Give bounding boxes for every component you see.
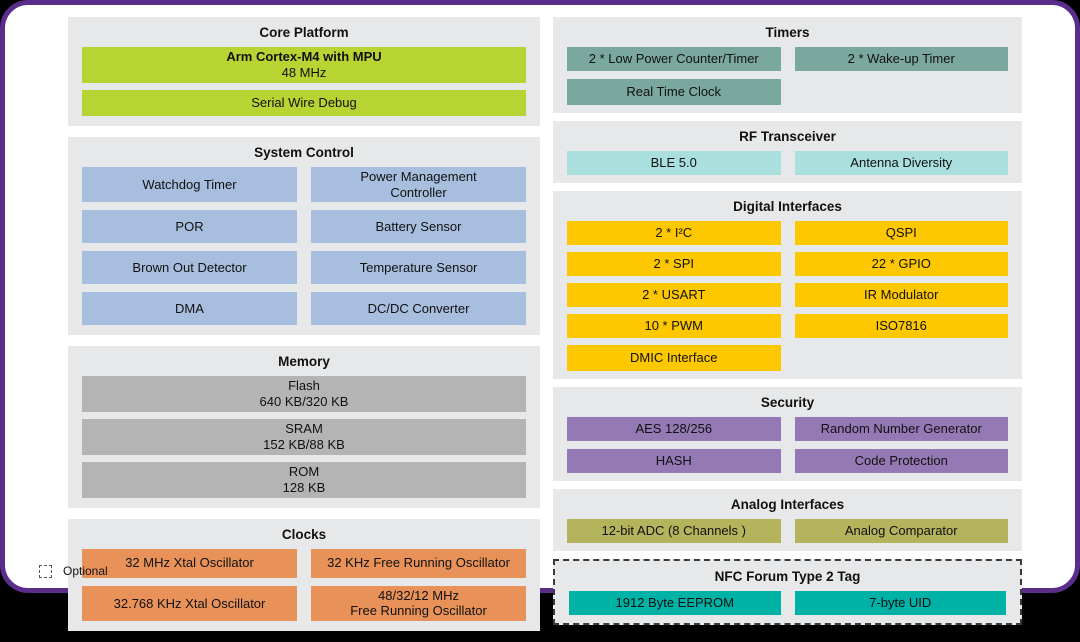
block-qspi: QSPI xyxy=(794,221,1008,245)
block-random-number-generator: Random Number Generator xyxy=(794,417,1008,441)
section-rf-transceiver: RF Transceiver BLE 5.0 Antenna Diversity xyxy=(553,121,1022,183)
fro-line1: 48/32/12 MHz xyxy=(378,587,459,603)
section-title-timers: Timers xyxy=(765,25,810,40)
rom-size: 128 KB xyxy=(282,479,326,495)
block-32khz-free-running-oscillator: 32 KHz Free Running Oscillator xyxy=(311,548,526,578)
block-battery-sensor: Battery Sensor xyxy=(311,210,526,244)
section-nfc-tag: NFC Forum Type 2 Tag 1912 Byte EEPROM 7-… xyxy=(553,559,1022,625)
section-security: Security AES 128/256 Random Number Gener… xyxy=(553,387,1022,481)
block-wake-up-timer: 2 * Wake-up Timer xyxy=(794,47,1008,71)
block-usart: 2 * USART xyxy=(567,283,781,307)
flash-size: 640 KB/320 KB xyxy=(259,394,349,410)
rom-name: ROM xyxy=(288,463,320,479)
section-title-nfc-tag: NFC Forum Type 2 Tag xyxy=(714,569,861,584)
block-dcdc-converter: DC/DC Converter xyxy=(311,292,526,326)
block-32mhz-xtal-oscillator: 32 MHz Xtal Oscillator xyxy=(82,548,297,578)
left-column: Core Platform Arm Cortex-M4 with MPU 48 … xyxy=(68,17,540,642)
block-iso7816: ISO7816 xyxy=(794,314,1008,338)
block-rom: ROM 128 KB xyxy=(82,461,526,498)
section-title-core-platform: Core Platform xyxy=(259,25,349,40)
cpu-name: Arm Cortex-M4 with MPU xyxy=(226,49,382,64)
sram-name: SRAM xyxy=(285,421,323,437)
block-adc: 12-bit ADC (8 Channels ) xyxy=(567,519,781,543)
legend-optional-label: Optional xyxy=(63,564,108,578)
fro-line2: Free Running Oscillator xyxy=(350,603,487,619)
section-title-digital-interfaces: Digital Interfaces xyxy=(733,199,842,214)
block-i2c: 2 * I²C xyxy=(567,221,781,245)
block-sram: SRAM 152 KB/88 KB xyxy=(82,419,526,455)
flash-name: Flash xyxy=(288,378,320,394)
block-power-management-controller: Power Management Controller xyxy=(311,166,526,203)
block-low-power-counter-timer: 2 * Low Power Counter/Timer xyxy=(567,47,781,71)
section-title-system-control: System Control xyxy=(254,144,354,160)
block-dma: DMA xyxy=(82,292,297,326)
section-core-platform: Core Platform Arm Cortex-M4 with MPU 48 … xyxy=(68,17,540,126)
block-pwm: 10 * PWM xyxy=(567,314,781,338)
block-eeprom: 1912 Byte EEPROM xyxy=(569,591,781,615)
optional-dashed-swatch-icon xyxy=(39,564,52,578)
block-analog-comparator: Analog Comparator xyxy=(794,519,1008,543)
section-memory: Memory Flash 640 KB/320 KB SRAM 152 KB/8… xyxy=(68,346,540,508)
block-code-protection: Code Protection xyxy=(794,449,1008,473)
block-gpio: 22 * GPIO xyxy=(794,252,1008,276)
block-watchdog-timer: Watchdog Timer xyxy=(82,166,297,203)
block-temperature-sensor: Temperature Sensor xyxy=(311,251,526,285)
section-title-analog-interfaces: Analog Interfaces xyxy=(730,497,845,512)
section-analog-interfaces: Analog Interfaces 12-bit ADC (8 Channels… xyxy=(553,489,1022,551)
legend: Optional xyxy=(39,564,108,578)
section-timers: Timers 2 * Low Power Counter/Timer 2 * W… xyxy=(553,17,1022,113)
power-management-controller-label: Power Management Controller xyxy=(360,168,477,200)
right-column: Timers 2 * Low Power Counter/Timer 2 * W… xyxy=(553,17,1022,633)
section-system-control: System Control Watchdog Timer Power Mana… xyxy=(68,136,540,336)
block-dmic-interface: DMIC Interface xyxy=(567,345,781,371)
block-free-running-oscillator: 48/32/12 MHz Free Running Oscillator xyxy=(311,585,526,622)
block-flash: Flash 640 KB/320 KB xyxy=(82,376,526,413)
section-title-clocks: Clocks xyxy=(281,526,327,542)
cpu-frequency: 48 MHz xyxy=(281,64,327,80)
block-ir-modulator: IR Modulator xyxy=(794,283,1008,307)
block-aes: AES 128/256 xyxy=(567,417,781,441)
section-digital-interfaces: Digital Interfaces 2 * I²C QSPI 2 * SPI … xyxy=(553,191,1022,379)
section-clocks: Clocks 32 MHz Xtal Oscillator 32 KHz Fre… xyxy=(68,518,540,632)
block-32768khz-xtal-oscillator: 32.768 KHz Xtal Oscillator xyxy=(82,585,297,622)
block-por: POR xyxy=(82,210,297,244)
section-title-memory: Memory xyxy=(278,354,330,370)
block-spi: 2 * SPI xyxy=(567,252,781,276)
block-antenna-diversity: Antenna Diversity xyxy=(794,151,1008,175)
section-title-security: Security xyxy=(760,395,815,410)
section-title-rf-transceiver: RF Transceiver xyxy=(739,129,836,144)
block-uid: 7-byte UID xyxy=(794,591,1006,615)
block-serial-wire-debug: Serial Wire Debug xyxy=(82,89,526,116)
block-brown-out-detector: Brown Out Detector xyxy=(82,251,297,285)
block-cpu: Arm Cortex-M4 with MPU 48 MHz xyxy=(82,47,526,83)
sram-size: 152 KB/88 KB xyxy=(263,437,345,453)
block-hash: HASH xyxy=(567,449,781,473)
block-real-time-clock: Real Time Clock xyxy=(567,79,781,105)
block-ble-50: BLE 5.0 xyxy=(567,151,781,175)
